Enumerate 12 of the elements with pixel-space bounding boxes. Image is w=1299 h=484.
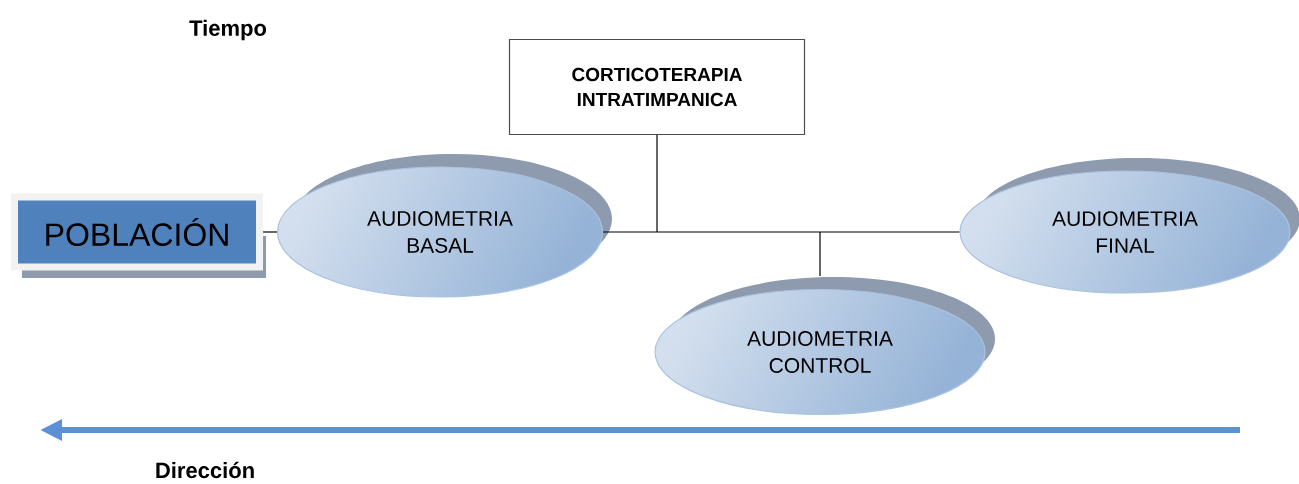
axis-label: Dirección bbox=[156, 461, 254, 479]
ellipse-node: AUDIOMETRIA CONTROL bbox=[654, 277, 995, 416]
population-box: POBLACIÓN bbox=[11, 193, 266, 278]
ellipse-node: AUDIOMETRIA BASAL bbox=[276, 154, 612, 298]
axis-label: Tiempo bbox=[189, 19, 267, 41]
connector-line bbox=[602, 231, 658, 233]
connector-line bbox=[656, 134, 658, 233]
connector-line bbox=[819, 231, 960, 233]
connector-line bbox=[819, 231, 821, 277]
process-box: CORTICOTERAPIA INTRATIMPANICA bbox=[508, 38, 806, 136]
connector-line bbox=[262, 231, 278, 233]
connector-line bbox=[656, 231, 821, 233]
